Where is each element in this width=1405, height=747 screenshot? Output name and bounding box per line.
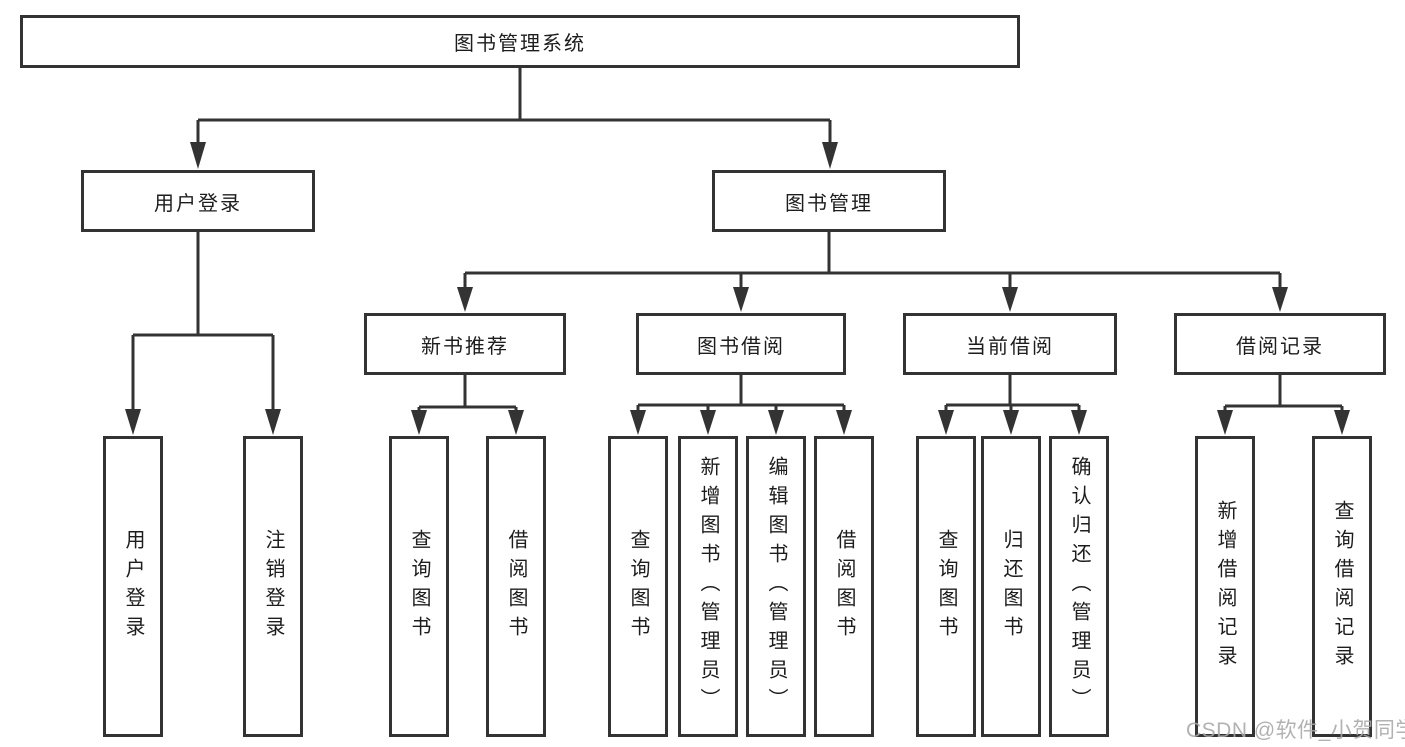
node-new-book-recommend: 新书推荐 <box>364 313 566 375</box>
node-label: 新书推荐 <box>421 335 509 358</box>
leaf-query-borrow-record: 查询借阅记录 <box>1312 436 1372 737</box>
node-label: 查询借阅记录 <box>1331 499 1353 674</box>
node-label: 编辑图书（管理员） <box>765 456 787 717</box>
csdn-watermark: CSDN @软件_小贺同学 <box>1186 719 1405 742</box>
node-label: 用户登录 <box>122 528 144 645</box>
node-label: 用户登录 <box>154 192 242 215</box>
node-label: 查询图书 <box>935 528 957 645</box>
node-label: 确认归还（管理员） <box>1068 456 1090 717</box>
leaf-query-books-current: 查询图书 <box>916 436 976 737</box>
node-current-borrowing: 当前借阅 <box>903 313 1117 375</box>
leaf-borrow-books-recommend: 借阅图书 <box>486 436 546 737</box>
node-label: 当前借阅 <box>966 335 1054 358</box>
node-label: 借阅图书 <box>505 528 527 645</box>
node-label: 图书借阅 <box>697 335 785 358</box>
node-label: 借阅记录 <box>1236 335 1324 358</box>
node-label: 新增图书（管理员） <box>697 456 719 717</box>
node-label: 图书管理系统 <box>454 33 586 55</box>
node-user-login: 用户登录 <box>81 170 315 232</box>
leaf-logout: 注销登录 <box>243 436 303 737</box>
node-library-management-system: 图书管理系统 <box>20 15 1020 68</box>
leaf-edit-book-admin: 编辑图书（管理员） <box>746 436 806 737</box>
leaf-user-login: 用户登录 <box>103 436 163 737</box>
node-label: 查询图书 <box>408 528 430 645</box>
node-label: 查询图书 <box>627 528 649 645</box>
leaf-confirm-return-admin: 确认归还（管理员） <box>1049 436 1109 737</box>
leaf-query-books-borrowing: 查询图书 <box>608 436 668 737</box>
leaf-add-borrow-record: 新增借阅记录 <box>1195 436 1255 737</box>
node-book-management: 图书管理 <box>712 170 946 232</box>
node-label: 新增借阅记录 <box>1214 499 1236 674</box>
node-label: 注销登录 <box>262 528 284 645</box>
node-borrowing-records: 借阅记录 <box>1174 313 1386 375</box>
node-label: 图书管理 <box>785 192 873 215</box>
leaf-return-books: 归还图书 <box>981 436 1041 737</box>
leaf-borrow-books: 借阅图书 <box>814 436 874 737</box>
node-book-borrowing: 图书借阅 <box>636 313 846 375</box>
node-label: 借阅图书 <box>833 528 855 645</box>
leaf-add-book-admin: 新增图书（管理员） <box>678 436 738 737</box>
leaf-query-books-recommend: 查询图书 <box>389 436 449 737</box>
node-label: 归还图书 <box>1000 528 1022 645</box>
